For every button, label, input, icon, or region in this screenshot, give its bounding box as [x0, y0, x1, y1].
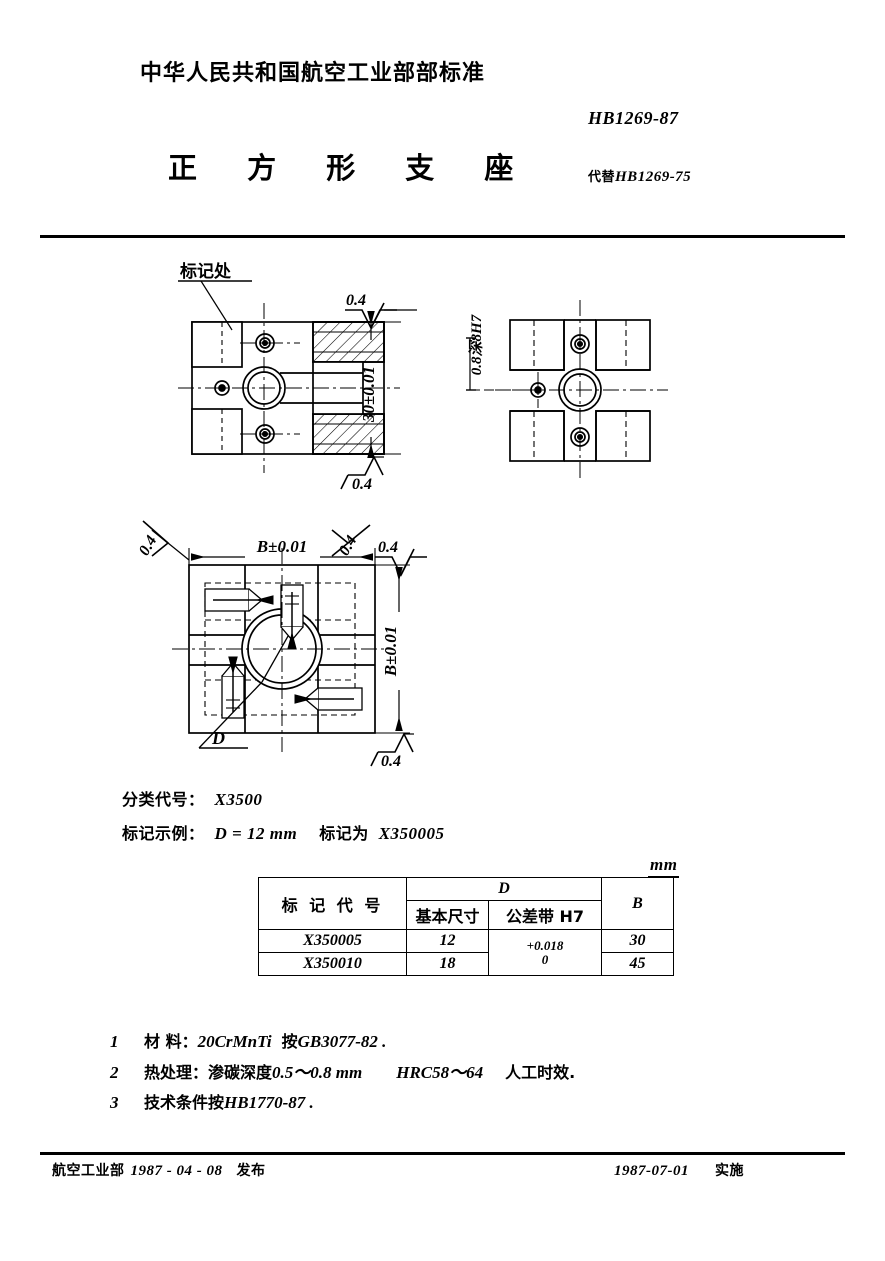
- dimension-b-horizontal: B±0.01: [256, 537, 307, 556]
- note-text: 材 料：20CrMnTi 按GB3077-82 .: [144, 1028, 386, 1052]
- footer-effective-date: 1987-07-01: [614, 1163, 689, 1179]
- cell-tolerance-zone: +0.018 0: [488, 929, 602, 976]
- cell-mark-code: X350010: [258, 952, 407, 976]
- note-number: 2: [110, 1063, 119, 1082]
- specification-table: 标 记 代 号 D B 基本尺寸 公差带 H7 X350005 12 +0.01…: [258, 877, 674, 976]
- col-header-b: B: [601, 877, 674, 930]
- marking-example-line: 标记示例： D = 12 mm 标记为 X350005: [122, 820, 445, 844]
- footer-issue-action: 发布: [236, 1163, 266, 1179]
- replaces-prefix: 代替: [588, 170, 616, 185]
- classification-value: X3500: [214, 790, 263, 809]
- classification-label: 分类代号：: [122, 790, 205, 809]
- surface-finish-bottom-view-bottom: 0.4: [381, 753, 401, 770]
- col-header-basic-size: 基本尺寸: [406, 900, 489, 930]
- surface-finish-bottom-view-right: 0.4: [378, 539, 398, 556]
- col-header-mark-code: 标 记 代 号: [258, 877, 407, 930]
- footer-divider-rule: [40, 1152, 845, 1155]
- table-row: X350005 12 +0.018 0 30: [258, 929, 674, 976]
- col-header-d-group: D: [406, 877, 602, 901]
- header-divider-rule: [40, 235, 845, 238]
- hole-callout: 0.8深8H7: [468, 314, 485, 375]
- note-value: 0.5～0.8 mm: [272, 1063, 363, 1082]
- footer-issue-info: 航空工业部 1987 - 04 - 08 发布: [52, 1160, 266, 1180]
- table-header-row-1: 标 记 代 号 D B: [258, 877, 674, 930]
- dimension-b-vertical: B±0.01: [381, 626, 400, 677]
- marking-value: D = 12 mm: [214, 824, 298, 843]
- marking-label: 标记示例：: [122, 824, 205, 843]
- tolerance-upper: +0.018: [526, 937, 564, 953]
- notes-list: 1 材 料：20CrMnTi 按GB3077-82 . 2 热处理：渗碳深度0.5…: [110, 1028, 575, 1119]
- table-header-row-2: 基本尺寸 公差带 H7: [259, 900, 674, 930]
- mark-location-label: 标记处: [180, 261, 232, 282]
- footer-issuer: 航空工业部: [52, 1163, 125, 1179]
- standard-code: HB1269-87: [588, 108, 679, 128]
- footer-effective-action: 实施: [715, 1163, 744, 1179]
- replaces-code-line: 代替HB1269-75: [588, 166, 691, 186]
- note-item: 2 热处理：渗碳深度0.5～0.8 mm HRC58～64 人工时效.: [110, 1058, 575, 1083]
- surface-finish-bottom-view-mid: 0.4: [336, 533, 361, 559]
- replaces-code: HB1269-75: [615, 169, 692, 185]
- surface-finish-top-left-view-top: 0.4: [346, 292, 366, 309]
- note-text: 热处理：渗碳深度0.5～0.8 mm HRC58～64 人工时效.: [144, 1058, 575, 1083]
- view-bottom: [142, 520, 427, 767]
- table-row: X350010 18 45: [258, 952, 674, 976]
- table-unit-label: mm: [648, 855, 680, 878]
- note-value-2: HRC58～64: [396, 1063, 484, 1082]
- footer-effective-info: 1987-07-01 实施: [614, 1160, 744, 1180]
- view-top-left: [178, 280, 417, 490]
- cell-basic-size: 12: [406, 929, 489, 953]
- note-number: 1: [110, 1032, 119, 1051]
- classification-code-line: 分类代号： X3500: [122, 786, 262, 810]
- note-label-2: 人工时效.: [505, 1063, 576, 1082]
- note-value: 20CrMnTi: [197, 1032, 272, 1051]
- note-label-b: 渗碳深度: [208, 1063, 273, 1082]
- note-item: 3 技术条件按HB1770-87 .: [110, 1089, 575, 1113]
- note-item: 1 材 料：20CrMnTi 按GB3077-82 .: [110, 1028, 575, 1052]
- view-top-right: [466, 300, 668, 480]
- surface-finish-top-left-view-bottom: 0.4: [352, 476, 372, 493]
- note-number: 3: [110, 1093, 119, 1112]
- dimension-30: 30±0.01: [359, 366, 378, 423]
- col-header-tolerance-zone: 公差带 H7: [488, 900, 602, 930]
- page-title: 正 方 形 支 座: [168, 151, 534, 185]
- issuing-organization: 中华人民共和国航空工业部部标准: [140, 61, 486, 86]
- note-label: 技术条件按: [144, 1093, 225, 1112]
- cell-b: 45: [601, 952, 674, 976]
- note-text: 技术条件按HB1770-87 .: [144, 1089, 314, 1113]
- cell-mark-code: X350005: [258, 929, 407, 953]
- bore-diameter-label: D: [211, 728, 225, 748]
- cell-b: 30: [601, 929, 674, 953]
- marking-code: X350005: [378, 824, 445, 843]
- surface-finish-bottom-view-left: 0.4: [136, 533, 161, 559]
- note-label: 材 料：: [144, 1032, 198, 1051]
- note-label: 热处理：: [144, 1063, 209, 1082]
- note-value: HB1770-87 .: [224, 1093, 314, 1112]
- footer-issue-date: 1987 - 04 - 08: [130, 1163, 223, 1179]
- note-label-2: 按: [281, 1032, 298, 1051]
- note-value-2: GB3077-82 .: [297, 1032, 387, 1051]
- tolerance-lower: 0: [541, 951, 549, 967]
- marking-mid-label: 标记为: [319, 824, 369, 843]
- cell-basic-size: 18: [406, 952, 489, 976]
